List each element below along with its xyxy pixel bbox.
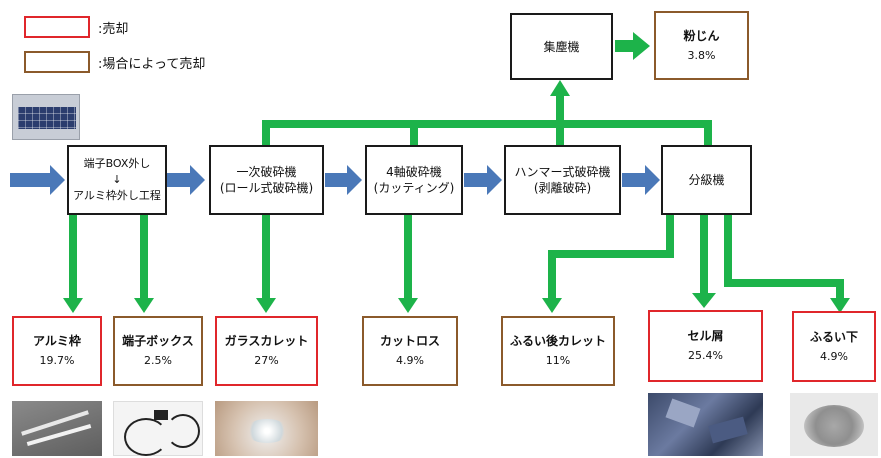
- dismantle-process-box: 端子BOX外し ↓ アルミ枠外し工程: [67, 145, 167, 215]
- output-junction-box-pct: 2.5%: [144, 354, 172, 367]
- dust-collector-box: 集塵機: [510, 13, 613, 80]
- output-glass-cullet-pct: 27%: [254, 354, 279, 367]
- output-aluminum-frame-pct: 19.7%: [39, 354, 75, 367]
- output-undersize-box: ふるい下 4.9%: [792, 311, 876, 382]
- output-dust-pct: 3.8%: [687, 48, 716, 62]
- output-junction-box-box: 端子ボックス 2.5%: [113, 316, 203, 386]
- legend-maybe-sell-label: :場合によって売却: [98, 57, 206, 72]
- legend-sell-label: :売却: [98, 22, 129, 37]
- four-shaft-crusher-box: 4軸破砕機 (カッティング): [365, 145, 463, 215]
- output-cut-loss-name: カットロス: [379, 334, 440, 348]
- output-cell-scrap-pct: 25.4%: [688, 349, 723, 362]
- classifier-name: 分級機: [688, 173, 725, 187]
- input-arrow: [10, 165, 65, 195]
- output-cut-loss-pct: 4.9%: [396, 354, 424, 367]
- dismantle-line1: 端子BOX外し: [83, 157, 151, 170]
- output-aluminum-frame-box: アルミ枠 19.7%: [12, 316, 102, 386]
- legend-sell-swatch: [24, 16, 90, 38]
- arrow-to-dust-collector: [550, 80, 570, 96]
- output-glass-cullet-name: ガラスカレット: [224, 334, 309, 348]
- junction-box-photo: [113, 401, 203, 456]
- hammer-crusher-type: (剥離破砕): [533, 181, 592, 195]
- output-dust-box: 粉じん 3.8%: [654, 11, 749, 80]
- primary-crusher-name: 一次破砕機: [236, 165, 297, 179]
- aluminum-frame-photo: [12, 401, 102, 456]
- output-glass-cullet-box: ガラスカレット 27%: [215, 316, 318, 386]
- output-sieved-cullet-pct: 11%: [545, 354, 571, 367]
- arrow-primary-to-shaft: [325, 165, 362, 195]
- output-junction-box-name: 端子ボックス: [122, 334, 194, 348]
- dust-collector-name: 集塵機: [543, 39, 580, 54]
- hammer-crusher-name: ハンマー式破砕機: [514, 165, 611, 179]
- solar-panel-photo: [12, 94, 80, 140]
- primary-crusher-type: (ロール式破砕機): [219, 181, 314, 195]
- dismantle-line2: アルミ枠外し工程: [73, 189, 161, 202]
- cell-scrap-photo: [648, 393, 763, 456]
- arrow-hammer-to-classifier: [622, 165, 660, 195]
- dismantle-down-arrow: ↓: [112, 173, 122, 186]
- output-cell-scrap-name: セル屑: [687, 329, 724, 343]
- output-aluminum-frame-name: アルミ枠: [33, 334, 81, 348]
- output-sieved-cullet-name: ふるい後カレット: [509, 334, 606, 348]
- output-cell-scrap-box: セル屑 25.4%: [648, 310, 763, 382]
- glass-cullet-photo: [215, 401, 318, 456]
- hammer-crusher-box: ハンマー式破砕機 (剥離破砕): [504, 145, 621, 215]
- dust-collection-lines: [262, 32, 712, 145]
- arrow-dismantle-to-primary: [167, 165, 205, 195]
- arrow-dust-collector-to-dust: [615, 32, 650, 60]
- output-arrows: [63, 215, 850, 313]
- four-shaft-crusher-type: (カッティング): [373, 181, 455, 195]
- arrow-shaft-to-hammer: [464, 165, 502, 195]
- classifier-box: 分級機: [661, 145, 752, 215]
- undersize-photo: [790, 393, 878, 456]
- output-cut-loss-box: カットロス 4.9%: [362, 316, 458, 386]
- output-undersize-name: ふるい下: [809, 329, 858, 344]
- output-undersize-pct: 4.9%: [820, 349, 848, 363]
- main-flow-arrows: [10, 165, 660, 195]
- four-shaft-crusher-name: 4軸破砕機: [386, 165, 442, 179]
- output-dust-name: 粉じん: [683, 28, 720, 43]
- legend-maybe-sell-swatch: [24, 51, 90, 73]
- primary-crusher-box: 一次破砕機 (ロール式破砕機): [209, 145, 324, 215]
- output-sieved-cullet-box: ふるい後カレット 11%: [501, 316, 615, 386]
